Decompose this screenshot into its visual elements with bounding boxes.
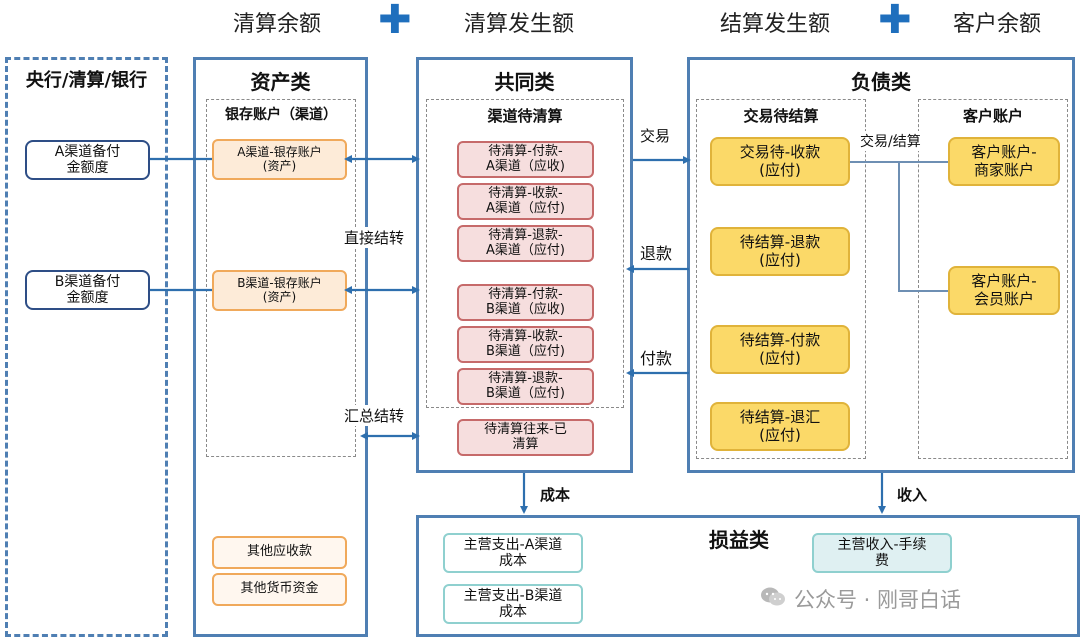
liabilities-title: 负债类 xyxy=(851,70,911,94)
pending-item-5: 待清算-收款- B渠道（应付) xyxy=(457,326,594,363)
header-settlement-amount: 结算发生额 xyxy=(720,12,831,37)
cost-b-node: 主营支出-B渠道 成本 xyxy=(443,584,583,624)
pending-item-3: 待清算-退款- A渠道（应付) xyxy=(457,225,594,262)
header-clearing-amount: 清算发生额 xyxy=(464,12,575,37)
customer-member-node: 客户账户- 会员账户 xyxy=(948,266,1060,315)
plus-icon: ✚ xyxy=(378,0,412,43)
assets-title: 资产类 xyxy=(250,70,311,94)
pnl-title: 损益类 xyxy=(709,528,769,552)
customer-account-box: 客户账户 xyxy=(918,99,1068,459)
trade-item-2: 待结算-退款 (应付) xyxy=(710,227,850,276)
plus-icon: ✚ xyxy=(878,0,912,43)
deposit-account-title: 银存账户（渠道） xyxy=(225,107,337,123)
trade-settle-label: 交易/结算 xyxy=(860,131,921,151)
payment-label: 付款 xyxy=(640,349,673,368)
pending-item-4: 待清算-付款- B渠道（应收) xyxy=(457,284,594,321)
b-bank-account-node: B渠道-银存账户 (资产) xyxy=(212,270,347,311)
common-title: 共同类 xyxy=(494,70,555,94)
pending-item-2: 待清算-收款- A渠道（应付) xyxy=(457,183,594,220)
a-bank-account-node: A渠道-银存账户 (资产) xyxy=(212,139,347,180)
header-customer-balance: 客户余额 xyxy=(953,12,1042,37)
other-monetary-node: 其他货币资金 xyxy=(212,573,347,606)
cost-a-node: 主营支出-A渠道 成本 xyxy=(443,533,583,573)
pending-item-6: 待清算-退款- B渠道（应付) xyxy=(457,368,594,405)
deposit-account-box: 银存账户（渠道） xyxy=(206,99,356,457)
income-label: 收入 xyxy=(897,486,928,504)
header-clearing-balance: 清算余额 xyxy=(233,12,322,37)
trade-item-3: 待结算-付款 (应付) xyxy=(710,325,850,374)
watermark-text: 公众号 · 刚哥白话 xyxy=(794,588,962,612)
other-receivable-node: 其他应收款 xyxy=(212,536,347,569)
customer-link-member xyxy=(898,162,948,292)
income-fee-node: 主营收入-手续 费 xyxy=(812,533,952,573)
trade-pending-title: 交易待结算 xyxy=(743,107,819,125)
pending-item-1: 待清算-付款- A渠道（应收) xyxy=(457,141,594,178)
refund-label: 退款 xyxy=(640,244,673,263)
customer-account-title: 客户账户 xyxy=(962,107,1023,125)
cost-label: 成本 xyxy=(540,486,571,504)
central-bank-title: 央行/清算/银行 xyxy=(25,70,148,91)
summary-transfer-label: 汇总结转 xyxy=(344,405,405,426)
settled-node: 待清算往来-已 清算 xyxy=(457,419,594,456)
pending-clearing-box: 渠道待清算 xyxy=(426,99,624,408)
trade-label: 交易 xyxy=(640,127,671,145)
central-bank-panel: 央行/清算/银行 xyxy=(5,57,168,637)
direct-transfer-label: 直接结转 xyxy=(344,227,405,248)
trade-pending-box: 交易待结算 xyxy=(696,99,866,459)
customer-merchant-node: 客户账户- 商家账户 xyxy=(948,137,1060,186)
wechat-icon xyxy=(760,586,786,608)
a-channel-quota-node: A渠道备付 金额度 xyxy=(25,140,150,180)
pending-clearing-title: 渠道待清算 xyxy=(487,107,563,125)
trade-item-4: 待结算-退汇 (应付) xyxy=(710,402,850,451)
b-channel-quota-node: B渠道备付 金额度 xyxy=(25,270,150,310)
trade-item-1: 交易待-收款 (应付) xyxy=(710,137,850,186)
